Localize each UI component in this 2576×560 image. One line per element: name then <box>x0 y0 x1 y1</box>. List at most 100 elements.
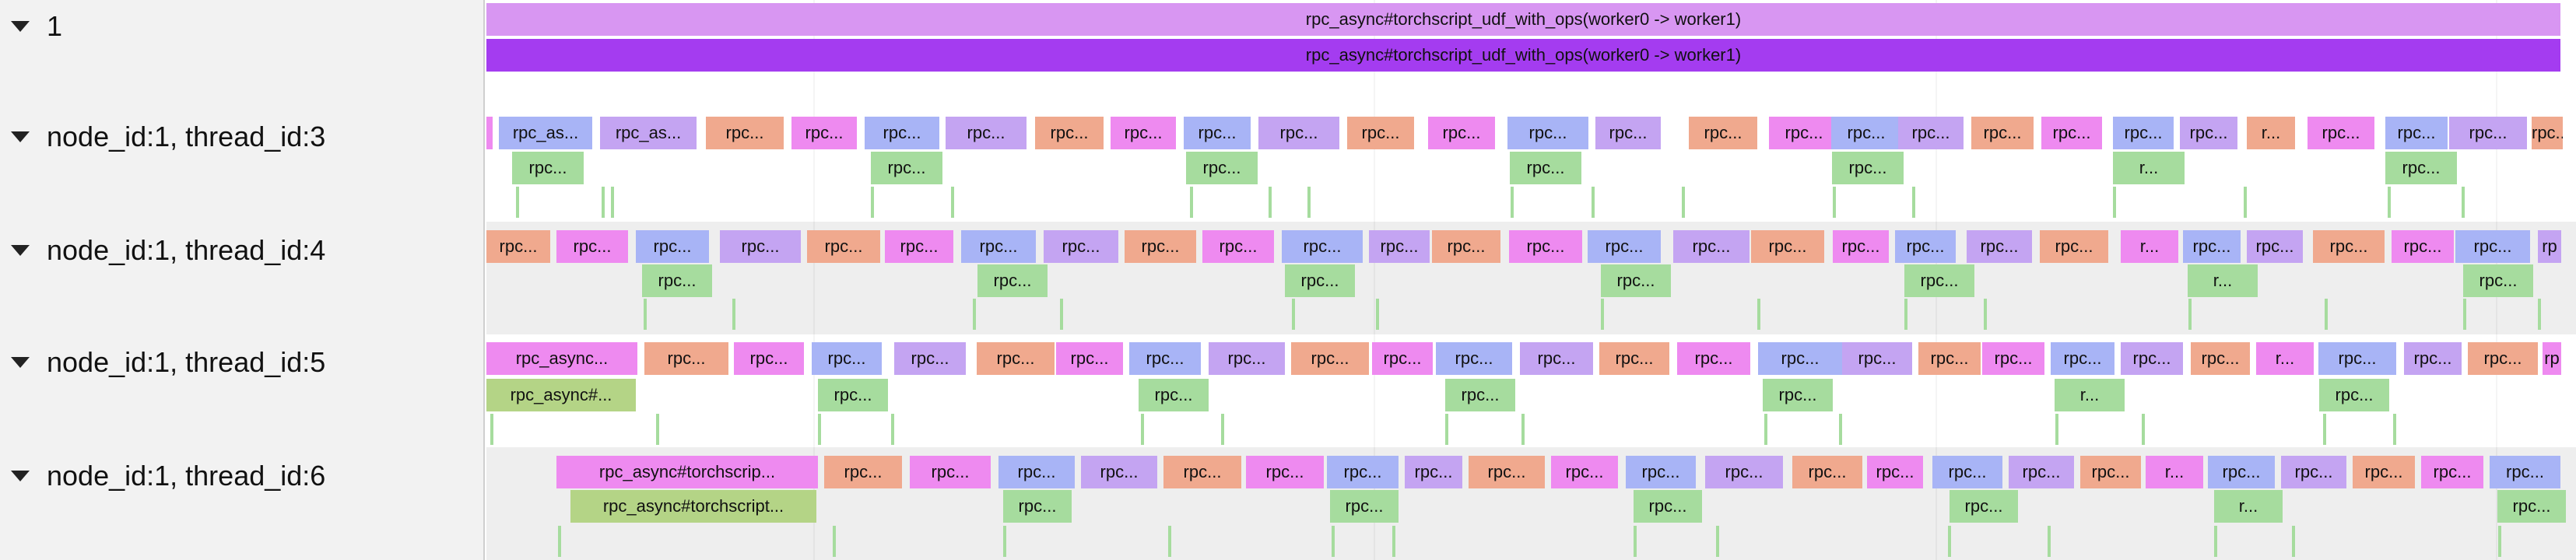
trace-slice[interactable]: rpc... <box>512 152 584 184</box>
trace-slice[interactable]: rpc... <box>977 264 1048 297</box>
trace-slice[interactable]: rpc_async... <box>486 342 637 375</box>
trace-slice[interactable]: rpc... <box>1599 342 1669 375</box>
trace-slice[interactable]: r... <box>2146 456 2203 488</box>
trace-slice[interactable]: rpc... <box>2385 117 2448 149</box>
trace-slice[interactable]: rpc... <box>961 230 1036 263</box>
trace-slice[interactable]: rpc... <box>1369 230 1430 263</box>
trace-slice[interactable]: rpc... <box>2497 490 2566 523</box>
trace-slice[interactable]: rpc... <box>1035 117 1104 149</box>
trace-slice[interactable]: rpc... <box>2449 117 2527 149</box>
trace-slice[interactable]: rpc... <box>1347 117 1414 149</box>
trace-slice[interactable]: rpc... <box>644 342 728 375</box>
trace-slice[interactable]: rpc... <box>1673 230 1750 263</box>
trace-slice[interactable]: r... <box>2121 230 2178 263</box>
trace-slice[interactable]: rpc... <box>1003 490 1072 523</box>
trace-slice[interactable]: rpc... <box>1285 264 1355 297</box>
trace-slice[interactable]: rpc... <box>1831 117 1901 149</box>
trace-slice[interactable]: rpc... <box>1330 490 1399 523</box>
track-row-1[interactable]: 1 <box>0 3 485 50</box>
trace-slice[interactable]: rpc... <box>1327 456 1399 488</box>
trace-slice[interactable]: rpc... <box>1510 152 1581 184</box>
trace-slice[interactable]: rpc... <box>865 117 939 149</box>
trace-slice[interactable]: rpc... <box>2468 342 2538 375</box>
trace-slice[interactable]: rpc... <box>818 379 888 411</box>
trace-slice[interactable]: rpc... <box>1186 152 1258 184</box>
trace-slice[interactable]: rpc... <box>2421 456 2483 488</box>
track-row-thread-3[interactable]: node_id:1, thread_id:3 <box>0 114 485 160</box>
trace-slice[interactable]: rpc... <box>1895 230 1956 263</box>
trace-slice[interactable]: rpc... <box>824 456 902 488</box>
trace-slice[interactable]: r... <box>2188 264 2258 297</box>
trace-slice[interactable]: rpc... <box>1445 379 1515 411</box>
track-row-thread-6[interactable]: node_id:1, thread_id:6 <box>0 453 485 499</box>
trace-slice[interactable] <box>486 117 493 149</box>
trace-slice[interactable]: rpc... <box>1634 490 1702 523</box>
trace-slice[interactable]: rpc... <box>2183 230 2241 263</box>
trace-slice[interactable]: rpc_async#torchscript_udf_with_ops(worke… <box>486 39 2560 72</box>
trace-slice[interactable]: rpc... <box>2281 456 2346 488</box>
collapse-triangle-icon[interactable] <box>11 131 30 142</box>
collapse-triangle-icon[interactable] <box>11 471 30 481</box>
trace-slice[interactable]: rpc... <box>1982 342 2044 375</box>
trace-slice[interactable]: rpc... <box>2392 230 2454 263</box>
trace-slice[interactable]: rpc_async#torchscript... <box>570 490 816 523</box>
track-row-thread-5[interactable]: node_id:1, thread_id:5 <box>0 339 485 386</box>
trace-slice[interactable]: rp <box>2538 230 2561 263</box>
trace-slice[interactable]: rpc... <box>2247 230 2303 263</box>
trace-slice[interactable]: rpc... <box>1551 456 1618 488</box>
trace-slice[interactable]: rpc... <box>2191 342 2250 375</box>
trace-slice[interactable]: rpc... <box>486 230 550 263</box>
trace-slice[interactable]: rpc... <box>1163 456 1241 488</box>
trace-slice[interactable]: rpc... <box>1763 379 1833 411</box>
trace-slice[interactable]: rpc... <box>1436 342 1512 375</box>
trace-slice[interactable]: rpc... <box>1432 230 1500 263</box>
trace-slice[interactable]: rpc... <box>871 152 942 184</box>
trace-slice[interactable]: rpc... <box>1705 456 1783 488</box>
trace-slice[interactable]: rpc... <box>2404 342 2462 375</box>
trace-slice[interactable]: rpc... <box>1209 342 1285 375</box>
trace-slice[interactable]: rpc... <box>2318 342 2396 375</box>
trace-slice[interactable]: rpc... <box>2319 379 2389 411</box>
trace-slice[interactable]: rpc... <box>2455 230 2530 263</box>
trace-slice[interactable]: rpc... <box>1282 230 1363 263</box>
collapse-triangle-icon[interactable] <box>11 21 30 32</box>
trace-slice[interactable]: rpc... <box>2121 342 2183 375</box>
trace-slice[interactable]: rpc_as... <box>499 117 592 149</box>
trace-slice[interactable]: r... <box>2247 117 2295 149</box>
trace-slice[interactable]: rpc... <box>1428 117 1495 149</box>
trace-slice[interactable]: rpc_as... <box>600 117 697 149</box>
trace-slice[interactable]: rpc... <box>1792 456 1862 488</box>
trace-slice[interactable]: rpc... <box>1507 117 1588 149</box>
trace-slice[interactable]: rpc... <box>1918 342 1981 375</box>
trace-slice[interactable]: rpc... <box>1751 230 1824 263</box>
trace-slice[interactable]: rpc_async#torchscript_udf_with_ops(worke… <box>486 3 2560 36</box>
trace-slice[interactable]: rpc... <box>1769 117 1839 149</box>
trace-slice[interactable]: rpc... <box>734 342 804 375</box>
trace-slice[interactable]: rpc... <box>1595 117 1661 149</box>
trace-slice[interactable]: rpc... <box>1469 456 1545 488</box>
trace-slice[interactable]: rpc... <box>998 456 1075 488</box>
trace-slice[interactable]: rpc... <box>1832 152 1904 184</box>
trace-slice[interactable]: rpc... <box>2009 456 2074 488</box>
timeline-area[interactable]: rpc_async#torchscript_udf_with_ops(worke… <box>486 0 2576 560</box>
trace-slice[interactable]: rpc... <box>791 117 857 149</box>
trace-slice[interactable]: rpc... <box>720 230 801 263</box>
trace-slice[interactable]: rpc... <box>1833 230 1889 263</box>
trace-slice[interactable]: rpc... <box>977 342 1055 375</box>
trace-slice[interactable]: rpc... <box>2041 117 2102 149</box>
trace-slice[interactable]: rpc... <box>636 230 709 263</box>
trace-slice[interactable]: rpc... <box>1509 230 1582 263</box>
trace-slice[interactable]: r... <box>2256 342 2314 375</box>
trace-slice[interactable]: rpc... <box>2385 152 2457 184</box>
trace-slice[interactable]: rpc... <box>1601 264 1671 297</box>
trace-slice[interactable]: rpc_async#torchscrip... <box>556 456 818 488</box>
trace-slice[interactable]: rpc... <box>2313 230 2385 263</box>
trace-slice[interactable]: rpc... <box>1867 456 1923 488</box>
trace-slice[interactable]: r... <box>2113 152 2185 184</box>
trace-slice[interactable]: rpc... <box>1202 230 1274 263</box>
trace-slice[interactable]: rpc... <box>1129 342 1201 375</box>
trace-slice[interactable]: rpc... <box>556 230 628 263</box>
trace-slice[interactable]: rpc... <box>1184 117 1251 149</box>
trace-slice[interactable]: r... <box>2214 490 2283 523</box>
trace-slice[interactable]: rpc... <box>1588 230 1661 263</box>
